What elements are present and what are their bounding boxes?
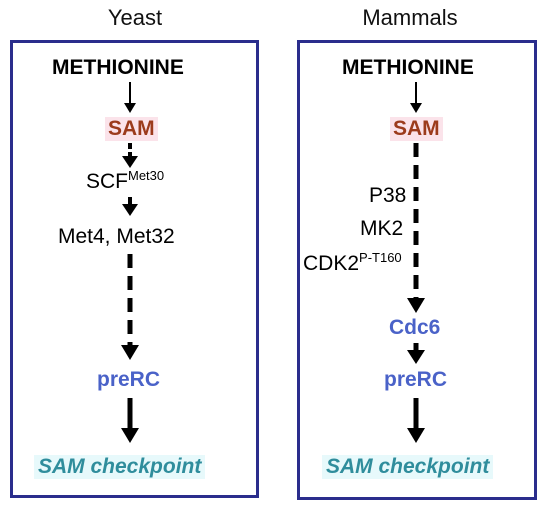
mammals-p38-label: P38 <box>369 184 407 207</box>
yeast-sam-label: SAM <box>105 117 158 141</box>
yeast-arrow-sam-to-scf <box>122 143 138 168</box>
mammals-arrow-prerc-to-checkpoint <box>407 398 425 443</box>
mammals-mk2-label: MK2 <box>360 217 404 240</box>
mammals-cdk2-label: CDK2P-T160 <box>303 250 402 276</box>
yeast-prerc-label: preRC <box>97 368 161 391</box>
yeast-arrow-meth-to-sam <box>124 82 136 113</box>
mammals-arrow-sam-to-cdc6 <box>407 143 425 313</box>
mammals-prerc-label: preRC <box>384 368 448 391</box>
mammals-panel-title: Mammals <box>362 5 458 30</box>
mammals-methionine-label: METHIONINE <box>342 56 474 79</box>
yeast-arrow-prerc-to-checkpoint <box>121 398 139 443</box>
mammals-cdk2-text: CDK2 <box>303 252 360 275</box>
yeast-scf-superscript: Met30 <box>128 168 165 183</box>
yeast-checkpoint-label: SAM checkpoint <box>34 455 206 479</box>
yeast-methionine-label: METHIONINE <box>52 56 184 79</box>
mammals-sam-label: SAM <box>390 117 443 141</box>
yeast-scf-label: SCFMet30 <box>86 168 164 194</box>
mammals-cdk2-superscript: P-T160 <box>359 250 402 265</box>
yeast-panel-title: Yeast <box>107 5 163 30</box>
mammals-arrow-cdc6-to-prerc <box>407 343 425 364</box>
mammals-cdc6-label: Cdc6 <box>389 316 441 339</box>
mammals-arrow-meth-to-sam <box>410 82 422 113</box>
yeast-met4-label: Met4, Met32 <box>58 225 175 248</box>
yeast-panel <box>10 40 259 498</box>
mammals-checkpoint-label: SAM checkpoint <box>322 455 494 479</box>
yeast-arrow-scf-to-met4 <box>122 197 138 216</box>
yeast-arrow-met4-to-prerc <box>121 254 139 360</box>
yeast-scf-text: SCF <box>86 170 128 193</box>
